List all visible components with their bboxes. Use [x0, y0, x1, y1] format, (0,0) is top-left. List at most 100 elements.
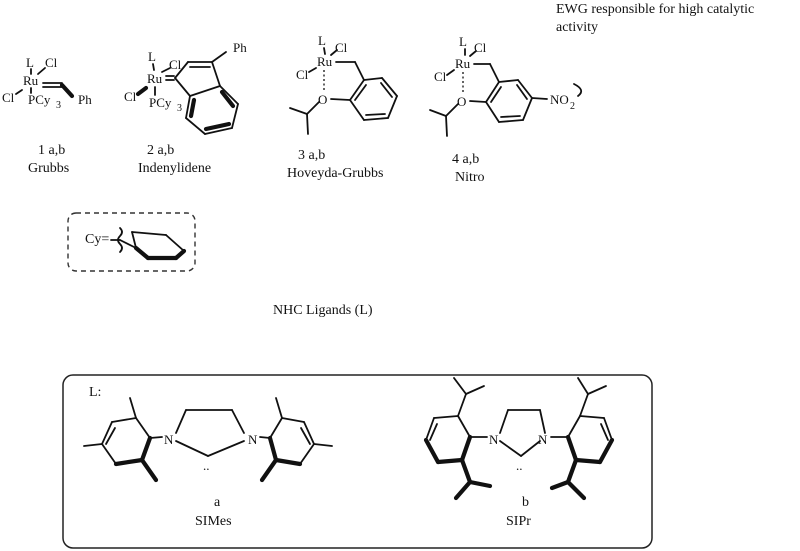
bond — [15, 89, 23, 95]
bond — [105, 427, 116, 445]
bond — [135, 85, 149, 97]
atom-L: L — [459, 34, 467, 49]
catalyst-4-name: Nitro — [455, 170, 485, 185]
bond — [174, 77, 191, 97]
bond — [380, 82, 393, 98]
bond — [354, 61, 365, 81]
bond — [531, 97, 548, 100]
bond — [174, 61, 189, 79]
bond — [467, 479, 493, 489]
bond — [131, 231, 167, 236]
bond — [433, 415, 459, 419]
ligand-panel — [62, 374, 653, 549]
ewg-note-line1: EWG responsible for high catalytic — [556, 2, 755, 17]
atom-N: N — [248, 432, 258, 447]
atom-Cl: Cl — [474, 40, 487, 55]
bond — [119, 239, 137, 249]
bond — [489, 63, 500, 83]
bond — [457, 393, 467, 417]
catalyst-2-id: 2 a,b — [147, 143, 175, 158]
atom-O: O — [318, 92, 327, 107]
bond — [587, 385, 607, 395]
wavy-bond — [117, 227, 123, 253]
bond — [175, 440, 209, 457]
bond — [281, 417, 305, 423]
bond — [269, 417, 283, 439]
bond — [267, 435, 279, 463]
bond — [259, 457, 279, 483]
atom-Cl: Cl — [2, 90, 15, 105]
dashed-box — [67, 212, 196, 272]
bond — [485, 101, 500, 123]
bond — [567, 415, 581, 438]
bond — [500, 115, 521, 118]
atom-Cl: Cl — [124, 89, 137, 104]
bond — [517, 79, 533, 99]
bond — [457, 415, 471, 438]
bond — [522, 97, 533, 121]
bond — [204, 127, 233, 135]
bond — [129, 397, 137, 419]
bond — [207, 440, 245, 457]
atom-Cl: Cl — [434, 69, 447, 84]
atom-Ru: Ru — [317, 54, 333, 69]
bond — [381, 77, 398, 97]
carbene-lone-pair: .. — [516, 458, 523, 473]
bond — [363, 77, 383, 81]
atom-PCy: PCy — [28, 92, 51, 107]
bond — [173, 248, 187, 261]
bond — [365, 113, 386, 116]
sipr-structure: N N .. — [423, 377, 615, 501]
bond — [579, 415, 605, 419]
atom-Ru: Ru — [147, 71, 163, 86]
bond — [135, 417, 151, 439]
atom-N: N — [164, 432, 174, 447]
atom-subscript: 3 — [177, 103, 182, 114]
ligand-b-name: SIPr — [506, 514, 531, 529]
bond — [498, 119, 524, 123]
bond — [549, 479, 571, 491]
bond — [323, 47, 326, 55]
atom-Ru: Ru — [455, 56, 471, 71]
atom-Cl: Cl — [169, 57, 182, 72]
bond — [459, 457, 473, 485]
bond — [211, 61, 221, 87]
bond — [165, 234, 185, 252]
bond — [299, 443, 315, 465]
bond — [565, 479, 587, 501]
bond — [275, 397, 283, 419]
bond — [516, 84, 528, 100]
bond — [303, 421, 315, 445]
carbene-lone-pair: .. — [203, 458, 210, 473]
bond — [485, 81, 500, 103]
bond — [445, 103, 459, 117]
atom-Cl: Cl — [296, 67, 309, 82]
ewg-note-line2: activity — [556, 20, 598, 35]
bond — [597, 437, 615, 465]
bond — [565, 457, 579, 485]
bond — [330, 98, 351, 101]
bond — [133, 245, 151, 261]
bond — [101, 443, 117, 465]
bond — [273, 457, 303, 467]
bond — [189, 85, 221, 97]
bond — [577, 377, 589, 395]
bond — [219, 89, 236, 109]
bond — [579, 393, 589, 417]
bond — [211, 51, 227, 63]
bond — [499, 409, 509, 434]
atom-N: N — [538, 432, 548, 447]
bond — [152, 63, 155, 71]
bond — [113, 457, 145, 467]
bond — [429, 109, 447, 117]
catalyst-3-id: 3 a,b — [298, 148, 326, 163]
bond — [429, 423, 438, 441]
bond — [59, 82, 75, 99]
atom-Cl: Cl — [45, 55, 58, 70]
atom-O: O — [457, 94, 466, 109]
bond — [363, 117, 389, 121]
catalyst-1-id: 1 a,b — [38, 143, 66, 158]
bond — [423, 437, 441, 465]
atom-Ph: Ph — [78, 92, 92, 107]
ligand-a-name: SIMes — [195, 514, 232, 529]
